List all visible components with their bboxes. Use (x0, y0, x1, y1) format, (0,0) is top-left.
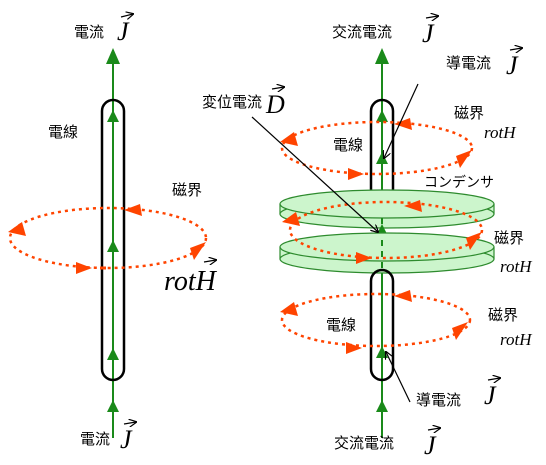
right-field-mid-rot: rotH (500, 257, 533, 276)
left-current-top-arrow (106, 48, 120, 64)
left-current-bottom-arrow (107, 400, 119, 412)
left-wire-label: 電線 (48, 123, 78, 141)
left-field-label: 磁界 (172, 181, 202, 199)
right-wire-top-label: 電線 (333, 136, 363, 154)
right-conduction-bottom-vector: J (484, 381, 497, 410)
left-field-arrow-left (8, 222, 26, 236)
right-conduction-top-vector: J (506, 51, 519, 80)
left-field-arrow-top (124, 204, 142, 216)
right-capacitor-diagram: 交流電流 J 導電流 J 変位電流 D 磁界 rotH 電線 コンデンサ 磁界 … (202, 16, 533, 460)
capacitor-label: コンデンサ (424, 174, 494, 191)
left-field-arrow-right (190, 242, 206, 260)
left-wire-arrow-top (107, 110, 119, 122)
right-lower-wire (369, 268, 395, 382)
capacitor-bottom-plate (279, 232, 495, 274)
conduction-top-pointer (384, 83, 419, 158)
right-top-current-label: 交流電流 (332, 23, 392, 41)
left-field-loop (8, 206, 208, 270)
right-bottom-current-label: 交流電流 (334, 434, 394, 452)
left-field-arrow-bottom (76, 262, 92, 274)
right-field-loop-mid (288, 200, 484, 260)
right-field-mid-label: 磁界 (494, 229, 524, 247)
capacitor-top-plate (279, 189, 495, 229)
left-bottom-vector-arrow (123, 422, 136, 424)
left-wire-arrow-bottom (107, 348, 119, 360)
left-top-current-vector: J (117, 17, 130, 46)
left-top-current-label: 電流 (74, 23, 104, 41)
left-bottom-current-vector: J (120, 425, 133, 454)
right-bottom-current-vector: J (424, 431, 437, 460)
left-wire (100, 98, 126, 382)
right-current-top-arrow (375, 48, 389, 64)
right-wire-bottom-label: 電線 (326, 316, 356, 334)
left-bottom-current-label: 電流 (80, 430, 110, 448)
right-field-low-label: 磁界 (488, 306, 518, 324)
right-conduction-bottom-label: 導電流 (416, 391, 461, 409)
right-field-low-rot: rotH (500, 330, 533, 349)
right-top-current-vector: J (422, 19, 435, 48)
left-wire-arrow-mid (107, 240, 119, 252)
right-field-loop-low (280, 292, 472, 348)
displacement-current-label: 変位電流 (202, 93, 262, 111)
right-field-top-rot: rotH (484, 123, 517, 142)
displacement-current-vector: D (265, 90, 285, 119)
left-rot-label: rotH (164, 266, 218, 297)
right-field-top-label: 磁界 (454, 104, 484, 122)
conduction-bottom-pointer (386, 352, 411, 403)
displacement-pointer (251, 116, 378, 232)
right-conduction-top-label: 導電流 (446, 54, 491, 72)
left-wire-diagram: 電流 J 電線 磁界 rotH 電流 J (8, 14, 218, 454)
left-rot-vector-arrow (203, 260, 216, 262)
left-top-vector-arrow (120, 14, 133, 17)
right-field-loop-top (280, 120, 474, 176)
